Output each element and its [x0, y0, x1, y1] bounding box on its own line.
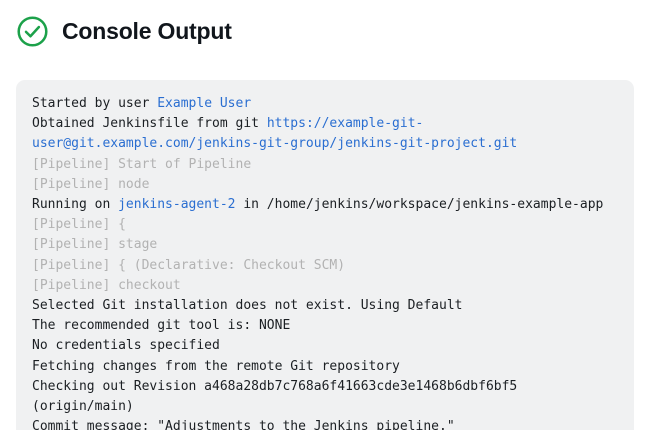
log-text: Started by user [32, 96, 158, 111]
log-line: Commit message: "Adjustments to the Jenk… [32, 417, 618, 430]
log-text: [Pipeline] Start of Pipeline [32, 156, 252, 172]
log-line: [Pipeline] stage [32, 235, 618, 255]
log-text: [Pipeline] { [32, 217, 126, 233]
page-header: Console Output [0, 0, 650, 48]
log-text: [Pipeline] node [32, 176, 150, 192]
log-line: [Pipeline] node [32, 175, 618, 195]
log-line: Started by user Example User [32, 94, 618, 114]
log-link[interactable]: https://example-git-user@git.example.com… [32, 116, 518, 152]
check-circle-icon [17, 16, 48, 47]
log-line: Obtained Jenkinsfile from git https://ex… [32, 114, 618, 154]
log-text: Running on [32, 197, 119, 213]
log-text: Fetching changes from the remote Git rep… [32, 358, 400, 374]
log-text: Selected Git installation does not exist… [32, 298, 463, 314]
log-text: No credentials specified [32, 338, 220, 354]
log-text: [Pipeline] stage [32, 237, 158, 253]
log-text: The recommended git tool is: NONE [32, 318, 291, 334]
log-text: [Pipeline] checkout [32, 277, 181, 293]
log-link[interactable]: jenkins-agent-2 [118, 197, 236, 213]
log-line: Selected Git installation does not exist… [32, 296, 618, 316]
log-text: Checking out Revision a468a28db7c768a6f4… [32, 378, 526, 415]
log-line: [Pipeline] Start of Pipeline [32, 155, 618, 175]
log-line: [Pipeline] { (Declarative: Checkout SCM) [32, 256, 618, 276]
log-line: Running on jenkins-agent-2 in /home/jenk… [32, 195, 618, 215]
log-text: [Pipeline] { (Declarative: Checkout SCM) [32, 257, 346, 273]
log-text: Obtained Jenkinsfile from git [32, 116, 267, 132]
page-title: Console Output [62, 18, 232, 44]
log-link[interactable]: Example User [157, 96, 252, 111]
log-text: Commit message: "Adjustments to the Jenk… [32, 419, 455, 430]
log-line: The recommended git tool is: NONE [32, 316, 618, 336]
log-line: Checking out Revision a468a28db7c768a6f4… [32, 377, 618, 417]
log-line: No credentials specified [32, 336, 618, 356]
log-line: [Pipeline] { [32, 215, 618, 235]
log-line: [Pipeline] checkout [32, 276, 618, 296]
log-line: Fetching changes from the remote Git rep… [32, 357, 618, 377]
log-text: in /home/jenkins/workspace/jenkins-examp… [235, 197, 604, 213]
